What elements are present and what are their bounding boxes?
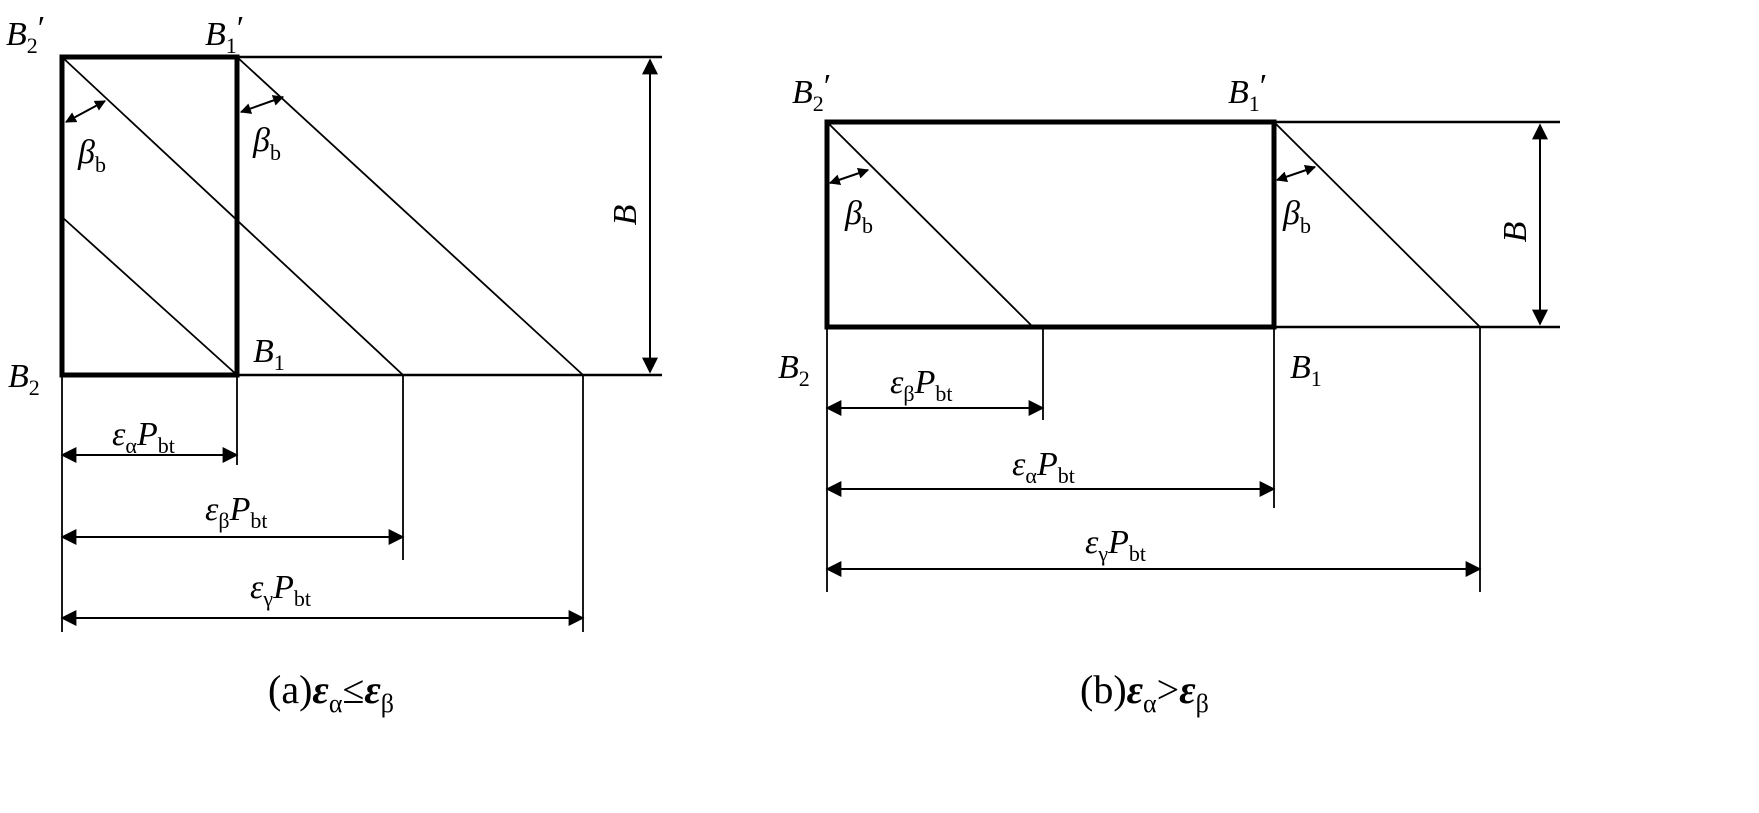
panel-b-contact-zone	[824, 119, 1277, 330]
panel-b-contact-line-2	[1273, 121, 1481, 328]
panel-b-dim-beta-label: εβPbt	[890, 364, 953, 406]
panel-b-angle-label-right: βb	[1282, 195, 1311, 238]
panel-b-angle-arrow-right	[1275, 165, 1317, 182]
panel-a-dim-alpha-label: εαPbt	[112, 416, 175, 458]
panel-b-dim-alpha-label: εαPbt	[1012, 446, 1075, 488]
panel-b-label-b2: B2	[778, 349, 810, 391]
panel-a-label-b2-prime: B2′	[6, 10, 45, 58]
panel-b-label-b2-prime: B2′	[792, 68, 831, 116]
panel-a-contact-line-1	[61, 56, 404, 376]
panel-a-caption: (a)εα≤εβ	[268, 667, 394, 718]
panel-a-angle-label-right: βb	[252, 122, 281, 165]
panel-a-angle-arrow-right	[239, 95, 285, 114]
panel-b-dim-gamma-label: εγPbt	[1085, 524, 1146, 566]
panel-a-angle-label-left: βb	[77, 134, 106, 177]
panel-b-angle-label-left: βb	[844, 195, 873, 238]
panel-a-dim-gamma-label: εγPbt	[250, 569, 311, 611]
panel-a-label-b2: B2	[8, 358, 40, 400]
panel-a-label-b1: B1	[253, 333, 285, 375]
panel-b-label-b1-prime: B1′	[1228, 68, 1267, 116]
panel-a-label-b1-prime: B1′	[205, 10, 244, 58]
panel-a-angle-arrow-left	[65, 100, 106, 123]
panel-a-contact-line-2	[236, 56, 584, 376]
panel-a-contact-line-3	[61, 216, 238, 376]
panel-b-width-label: B	[1497, 221, 1534, 242]
panel-b: B2′ B1′ B2 B1 βb βb B εβPbt εαPbt εγPbt …	[778, 68, 1560, 718]
panel-a: B2′ B1′ B2 B1 βb βb B εαPbt εβPbt εγPbt …	[6, 10, 662, 718]
panel-a-contact-zone	[59, 54, 240, 378]
panel-b-angle-arrow-left	[828, 168, 870, 185]
panel-b-label-b1: B1	[1290, 349, 1322, 391]
panel-b-contact-line-1	[826, 121, 1034, 328]
panel-a-dim-beta-label: εβPbt	[205, 491, 268, 533]
panel-b-caption: (b)εα>εβ	[1080, 667, 1209, 718]
panel-a-width-label: B	[607, 204, 644, 225]
